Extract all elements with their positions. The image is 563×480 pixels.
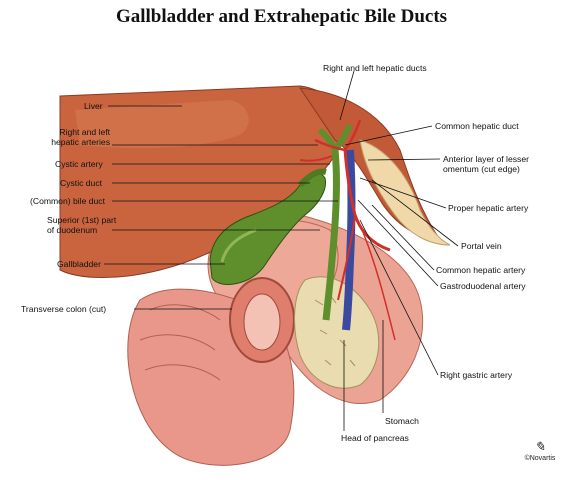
cystic-artery-shape — [299, 155, 333, 162]
pancreas-shape — [294, 276, 380, 389]
gallbladder-highlight — [220, 228, 257, 263]
label-hepatic-arteries-line2: hepatic arteries — [51, 137, 110, 147]
proper-hepatic-artery-shape — [343, 149, 391, 252]
label-duodenum: Superior (1st) part of duodenum — [47, 215, 116, 235]
leader-lines — [104, 70, 459, 431]
colon-haustra — [139, 304, 221, 381]
label-gallbladder: Gallbladder — [57, 259, 101, 269]
liver-highlight — [75, 100, 249, 148]
right-gastric-artery-shape — [359, 224, 396, 341]
label-hepatic-arteries-line1: Right and left — [59, 127, 110, 137]
label-right-gastric-artery: Right gastric artery — [440, 370, 513, 380]
lesser-omentum-shape — [359, 139, 451, 246]
label-duodenum-line2: of duodenum — [47, 225, 98, 235]
label-head-of-pancreas: Head of pancreas — [341, 433, 409, 443]
label-hepatic-arteries: Right and left hepatic arteries — [10, 127, 110, 147]
page-title: Gallbladder and Extrahepatic Bile Ducts — [115, 6, 448, 27]
label-portal-vein: Portal vein — [461, 241, 502, 251]
label-stomach: Stomach — [385, 416, 419, 426]
label-duodenum-line1: Superior (1st) part — [47, 215, 117, 225]
transverse-colon-lumen — [243, 293, 281, 351]
hepatic-arteries-shape — [314, 119, 362, 152]
label-cystic-duct: Cystic duct — [60, 178, 103, 188]
label-bile-duct: (Common) bile duct — [30, 196, 105, 206]
label-lesser-omentum-line1: Anterior layer of lesser — [443, 154, 529, 164]
label-common-hepatic-artery: Common hepatic artery — [436, 265, 526, 275]
signature-script: ✎ — [534, 440, 546, 455]
label-common-hepatic-duct: Common hepatic duct — [435, 121, 519, 131]
label-lesser-omentum: Anterior layer of lesser omentum (cut ed… — [443, 154, 529, 174]
label-transverse-colon: Transverse colon (cut) — [21, 304, 107, 314]
label-lesser-omentum-line2: omentum (cut edge) — [443, 164, 520, 174]
copyright-mark: ©Novartis — [524, 455, 556, 462]
label-hepatic-ducts: Right and left hepatic ducts — [323, 63, 427, 73]
label-gastroduodenal-artery: Gastroduodenal artery — [440, 281, 526, 291]
label-liver: Liver — [84, 101, 103, 111]
artist-signature: ✎ ©Novartis — [520, 440, 560, 462]
gastroduodenal-artery-shape — [337, 214, 356, 301]
common-bile-duct-shape — [322, 149, 340, 321]
label-proper-hepatic-artery: Proper hepatic artery — [448, 203, 529, 213]
label-cystic-artery: Cystic artery — [55, 159, 103, 169]
portal-vein-shape — [342, 149, 356, 331]
